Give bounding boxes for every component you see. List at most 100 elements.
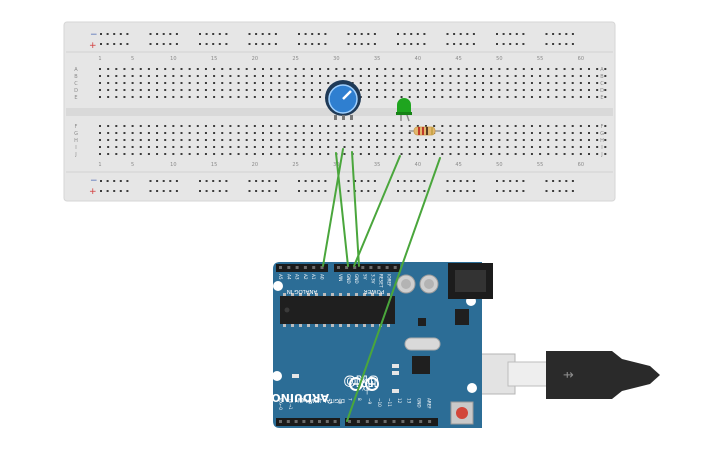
breadboard-hole[interactable] — [539, 139, 542, 141]
rail-hole[interactable] — [565, 180, 568, 182]
rail-hole[interactable] — [373, 33, 376, 35]
breadboard-hole[interactable] — [343, 153, 346, 155]
breadboard-hole[interactable] — [588, 75, 590, 77]
rail-hole[interactable] — [558, 43, 561, 45]
breadboard-hole[interactable] — [180, 89, 183, 91]
header-pin[interactable] — [310, 420, 314, 423]
breadboard-hole[interactable] — [172, 75, 175, 77]
breadboard-hole[interactable] — [204, 153, 207, 155]
breadboard-hole[interactable] — [465, 153, 468, 155]
breadboard-hole[interactable] — [530, 139, 533, 141]
breadboard-hole[interactable] — [449, 82, 452, 84]
breadboard-hole[interactable] — [262, 89, 264, 91]
breadboard-hole[interactable] — [588, 96, 590, 98]
rail-hole[interactable] — [466, 180, 469, 182]
breadboard-hole[interactable] — [286, 146, 289, 148]
breadboard-hole[interactable] — [530, 146, 533, 148]
breadboard-hole[interactable] — [131, 89, 134, 91]
rail-hole[interactable] — [199, 180, 201, 182]
breadboard-hole[interactable] — [473, 82, 476, 84]
breadboard-hole[interactable] — [457, 153, 460, 155]
breadboard-hole[interactable] — [147, 153, 150, 155]
digital-header-low[interactable] — [276, 418, 340, 426]
breadboard-hole[interactable] — [449, 68, 452, 70]
rail-hole[interactable] — [304, 33, 307, 35]
rail-hole[interactable] — [360, 43, 363, 45]
breadboard-hole[interactable] — [588, 146, 590, 148]
breadboard-hole[interactable] — [530, 125, 533, 127]
breadboard-hole[interactable] — [539, 132, 542, 134]
breadboard-hole[interactable] — [172, 82, 175, 84]
rail-hole[interactable] — [225, 190, 228, 192]
breadboard-hole[interactable] — [343, 132, 346, 134]
breadboard-hole[interactable] — [139, 68, 142, 70]
breadboard-hole[interactable] — [522, 89, 525, 91]
breadboard-hole[interactable] — [164, 125, 167, 127]
breadboard-hole[interactable] — [539, 68, 542, 70]
breadboard-hole[interactable] — [514, 132, 517, 134]
breadboard-hole[interactable] — [571, 146, 574, 148]
breadboard-hole[interactable] — [221, 125, 224, 127]
breadboard-hole[interactable] — [335, 139, 338, 141]
rail-hole[interactable] — [397, 43, 399, 45]
breadboard-hole[interactable] — [408, 82, 411, 84]
breadboard-hole[interactable] — [579, 153, 582, 155]
breadboard-hole[interactable] — [441, 132, 444, 134]
breadboard-hole[interactable] — [123, 75, 126, 77]
breadboard-hole[interactable] — [204, 82, 207, 84]
breadboard-hole[interactable] — [522, 75, 525, 77]
breadboard-hole[interactable] — [164, 96, 167, 98]
breadboard-hole[interactable] — [482, 132, 485, 134]
breadboard-hole[interactable] — [262, 96, 264, 98]
breadboard-hole[interactable] — [465, 75, 468, 77]
breadboard-hole[interactable] — [571, 132, 574, 134]
breadboard-hole[interactable] — [262, 82, 264, 84]
breadboard-hole[interactable] — [237, 89, 240, 91]
rail-hole[interactable] — [403, 33, 406, 35]
header-pin[interactable] — [286, 420, 290, 423]
breadboard-hole[interactable] — [351, 75, 354, 77]
rail-hole[interactable] — [416, 43, 419, 45]
breadboard-hole[interactable] — [278, 153, 281, 155]
rail-hole[interactable] — [446, 43, 449, 45]
wire-pot-to-gnd[interactable] — [335, 152, 349, 267]
breadboard-hole[interactable] — [204, 68, 207, 70]
rail-hole[interactable] — [126, 190, 129, 192]
breadboard-hole[interactable] — [376, 153, 379, 155]
rail-hole[interactable] — [298, 180, 300, 182]
wire-resistor-to-pin[interactable] — [346, 157, 441, 422]
breadboard-hole[interactable] — [180, 96, 183, 98]
breadboard-hole[interactable] — [539, 146, 542, 148]
breadboard-hole[interactable] — [180, 132, 183, 134]
breadboard-hole[interactable] — [596, 68, 599, 70]
rail-hole[interactable] — [274, 180, 277, 182]
breadboard-hole[interactable] — [416, 75, 419, 77]
breadboard-hole[interactable] — [156, 68, 159, 70]
breadboard-hole[interactable] — [147, 132, 150, 134]
breadboard-hole[interactable] — [490, 146, 493, 148]
breadboard-hole[interactable] — [506, 96, 509, 98]
rail-hole[interactable] — [347, 43, 350, 45]
breadboard-hole[interactable] — [327, 139, 330, 141]
breadboard-hole[interactable] — [441, 82, 444, 84]
breadboard-hole[interactable] — [237, 68, 240, 70]
breadboard-hole[interactable] — [579, 82, 582, 84]
rail-hole[interactable] — [515, 190, 518, 192]
breadboard-hole[interactable] — [376, 96, 379, 98]
breadboard-hole[interactable] — [416, 153, 419, 155]
breadboard-hole[interactable] — [482, 75, 485, 77]
breadboard-hole[interactable] — [441, 75, 444, 77]
breadboard-hole[interactable] — [400, 75, 403, 77]
header-pin[interactable] — [312, 266, 316, 269]
breadboard-hole[interactable] — [571, 82, 574, 84]
breadboard-hole[interactable] — [596, 139, 599, 141]
breadboard-hole[interactable] — [99, 125, 101, 127]
breadboard-hole[interactable] — [115, 153, 118, 155]
breadboard-hole[interactable] — [139, 146, 142, 148]
breadboard-hole[interactable] — [286, 68, 289, 70]
breadboard-hole[interactable] — [596, 132, 599, 134]
breadboard-hole[interactable] — [115, 89, 118, 91]
breadboard-hole[interactable] — [139, 153, 142, 155]
rail-hole[interactable] — [113, 33, 116, 35]
rail-hole[interactable] — [397, 180, 399, 182]
